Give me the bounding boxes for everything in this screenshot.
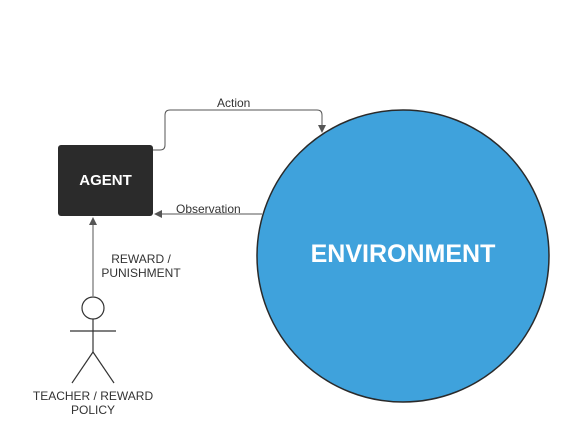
reward-label-line2: PUNISHMENT <box>101 266 181 280</box>
action-arrow <box>153 109 326 151</box>
agent-label: AGENT <box>79 172 132 189</box>
environment-node[interactable] <box>256 109 550 403</box>
observation-label: Observation <box>176 202 241 216</box>
stick-figure-icon <box>70 296 116 384</box>
environment-label: ENVIRONMENT <box>310 240 496 268</box>
teacher-label-line1: TEACHER / REWARD <box>32 389 154 403</box>
teacher-label: TEACHER / REWARD POLICY <box>20 389 166 417</box>
teacher-label-line2: POLICY <box>70 403 115 417</box>
agent-node[interactable]: AGENT <box>58 145 153 216</box>
reward-label-line1: REWARD / <box>111 252 171 266</box>
action-label: Action <box>217 96 251 110</box>
reward-label: REWARD / PUNISHMENT <box>93 252 189 280</box>
